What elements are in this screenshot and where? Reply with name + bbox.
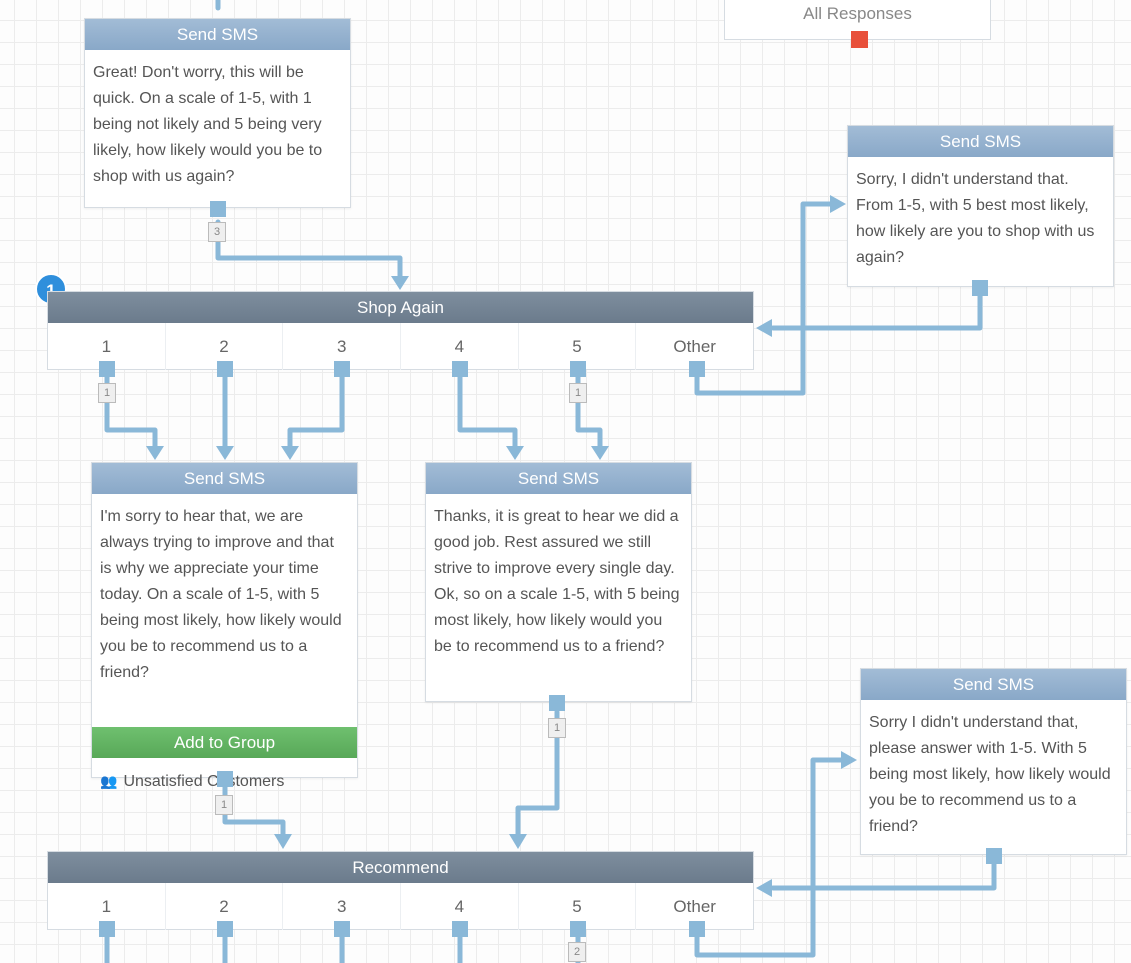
end-port[interactable] [851,31,868,48]
branch-option[interactable]: 4 [401,323,519,370]
output-port[interactable] [217,921,233,937]
output-port[interactable] [570,921,586,937]
branch-title: Recommend [48,852,753,883]
send-sms-node-retry-recommend[interactable]: Send SMS Sorry I didn't understand that,… [860,668,1127,855]
group-name: Unsatisfied Customers [123,773,285,790]
sms-message: Sorry, I didn't understand that. From 1-… [856,171,1095,266]
count-badge: 1 [569,383,587,403]
node-header: Send SMS [426,463,691,494]
output-port[interactable] [689,361,705,377]
output-port[interactable] [217,361,233,377]
output-port[interactable] [689,921,705,937]
output-port[interactable] [99,361,115,377]
output-port[interactable] [217,771,233,787]
branch-option[interactable]: 5 [519,323,637,370]
output-port[interactable] [452,361,468,377]
output-port[interactable] [549,695,565,711]
branch-option[interactable]: 3 [283,323,402,370]
output-port[interactable] [334,361,350,377]
count-badge: 1 [548,718,566,738]
branch-title: Shop Again [48,292,753,323]
branch-option[interactable]: 4 [401,883,519,930]
node-header: Send SMS [861,669,1126,700]
output-port[interactable] [972,280,988,296]
output-port[interactable] [334,921,350,937]
send-sms-node-sorry[interactable]: Send SMS I'm sorry to hear that, we are … [91,462,358,790]
count-badge: 1 [215,795,233,815]
count-badge: 2 [568,942,586,962]
sms-message: Thanks, it is great to hear we did a goo… [434,508,680,655]
node-header: Send SMS [85,19,350,50]
count-badge: 3 [208,222,226,242]
branch-option[interactable]: 1 [48,883,166,930]
node-header: Send SMS [92,463,357,494]
shop-again-branch-node[interactable]: Shop Again 1 2 3 4 5 Other [47,291,754,370]
branch-option[interactable]: 2 [166,323,284,370]
node-header: Send SMS [848,126,1113,157]
branch-option[interactable]: 1 [48,323,166,370]
send-sms-node-thanks[interactable]: Send SMS Thanks, it is great to hear we … [425,462,692,702]
all-responses-label: All Responses [803,4,912,23]
branch-option[interactable]: 3 [283,883,402,930]
recommend-branch-node[interactable]: Recommend 1 2 3 4 5 Other [47,851,754,930]
branch-option[interactable]: 2 [166,883,284,930]
send-sms-node-intro[interactable]: Send SMS Great! Don't worry, this will b… [84,18,351,208]
output-port[interactable] [986,848,1002,864]
sms-message: Great! Don't worry, this will be quick. … [93,64,323,185]
group-icon: 👥 [100,773,118,789]
sms-message: I'm sorry to hear that, we are always tr… [100,508,342,681]
branch-option-other[interactable]: Other [673,897,716,916]
output-port[interactable] [99,921,115,937]
branch-option[interactable]: 5 [519,883,637,930]
count-badge: 1 [98,383,116,403]
branch-option-other[interactable]: Other [673,337,716,356]
sms-message: Sorry I didn't understand that, please a… [869,714,1111,835]
output-port[interactable] [452,921,468,937]
output-port[interactable] [210,201,226,217]
add-to-group-header: Add to Group [92,727,357,758]
output-port[interactable] [570,361,586,377]
group-row: 👥 Unsatisfied Customers [92,758,357,806]
send-sms-node-retry-shop[interactable]: Send SMS Sorry, I didn't understand that… [847,125,1114,287]
